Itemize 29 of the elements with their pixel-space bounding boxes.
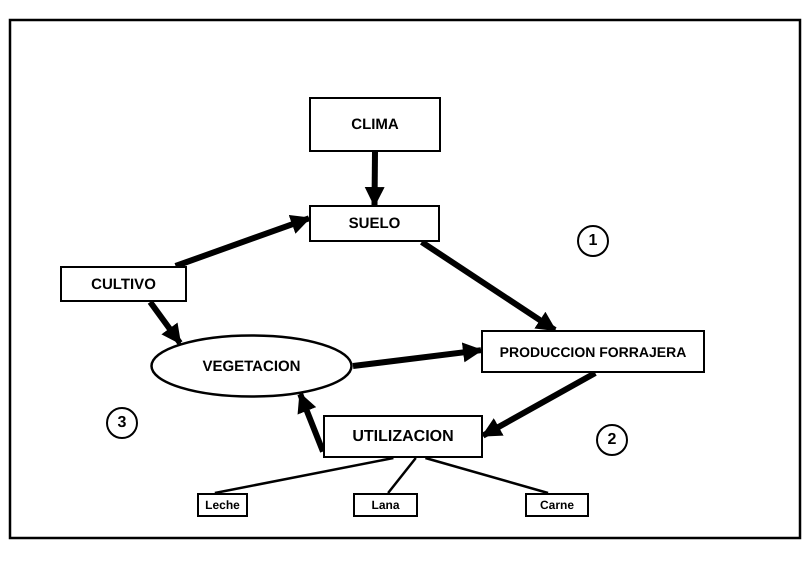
callout-number: 3 bbox=[106, 407, 138, 439]
process-box bbox=[525, 493, 589, 517]
process-box bbox=[60, 266, 187, 302]
ellipse-node bbox=[150, 334, 353, 398]
node-label: Carne bbox=[540, 498, 574, 512]
node-label: Lana bbox=[371, 498, 400, 512]
arrow bbox=[174, 214, 311, 269]
node-label: CULTIVO bbox=[91, 276, 156, 292]
arrow bbox=[364, 152, 385, 207]
process-box bbox=[323, 415, 483, 458]
arrow bbox=[352, 342, 483, 369]
process-box bbox=[353, 493, 418, 517]
arrow bbox=[420, 240, 557, 332]
connector-line bbox=[387, 457, 417, 494]
process-box bbox=[481, 330, 705, 373]
callout-number: 1 bbox=[577, 225, 609, 257]
node-label: CLIMA bbox=[351, 116, 399, 133]
connector-line bbox=[425, 456, 548, 494]
callout-number: 2 bbox=[596, 424, 628, 456]
process-box bbox=[197, 493, 248, 517]
connector-line bbox=[214, 456, 394, 494]
node-label: VEGETACION bbox=[202, 358, 301, 374]
node-label: UTILIZACION bbox=[352, 428, 454, 446]
node-label: PRODUCCION FORRAJERA bbox=[500, 344, 686, 360]
node-label: SUELO bbox=[348, 215, 400, 232]
node-label: Leche bbox=[205, 498, 240, 512]
arrow bbox=[148, 300, 182, 345]
process-box bbox=[309, 205, 440, 242]
process-box bbox=[309, 97, 441, 152]
